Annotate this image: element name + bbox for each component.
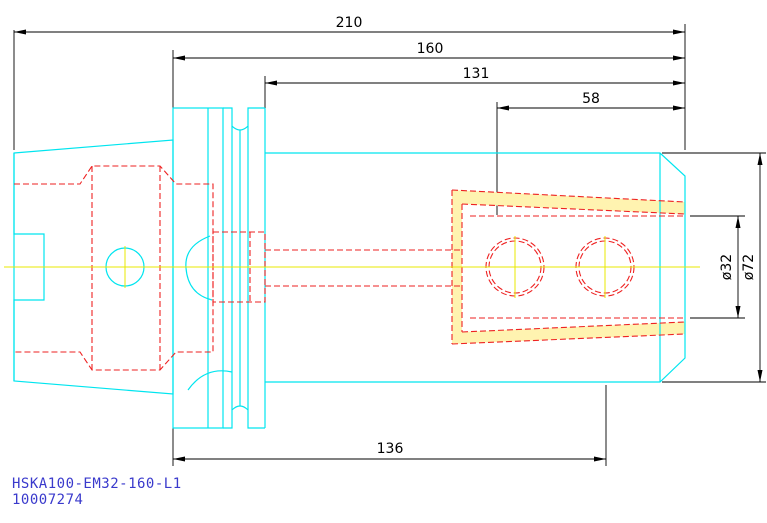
dimension-body-length: 131: [264, 66, 685, 108]
centerlines: [4, 236, 700, 298]
dim-text-flange-to-bore-end: 136: [377, 441, 404, 457]
collet-pocket: [452, 190, 685, 344]
dim-text-body-diameter: ø72: [741, 254, 757, 280]
title-block: HSKA100-EM32-160-L1 10007274: [12, 476, 182, 508]
hidden-features: [14, 165, 686, 371]
dim-text-bore-diameter: ø32: [719, 254, 735, 280]
dim-text-overall: 210: [336, 15, 363, 31]
dim-text-flange-to-end: 160: [417, 41, 444, 57]
dimension-bore-depth: 58: [496, 91, 685, 215]
part-number: 10007274: [12, 492, 84, 508]
dimension-overall-length: 210: [13, 15, 686, 150]
part-outline: [13, 107, 686, 429]
dimension-bore-diameter: ø32: [690, 215, 745, 319]
dimension-flange-to-bore-end: 136: [172, 385, 607, 466]
part-name: HSKA100-EM32-160-L1: [12, 476, 182, 492]
dimension-body-diameter: ø72: [662, 152, 766, 383]
dim-text-bore-depth: 58: [582, 91, 600, 107]
dimension-flange-to-end: 160: [172, 41, 685, 108]
dim-text-body-length: 131: [463, 66, 490, 82]
